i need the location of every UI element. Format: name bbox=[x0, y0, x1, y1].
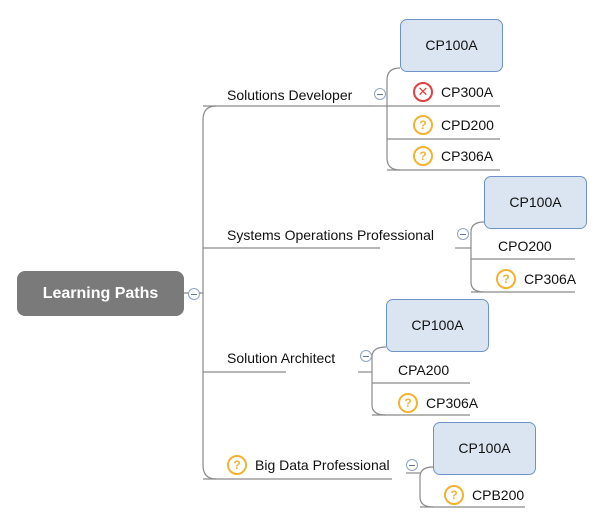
branch-label: Big Data Professional bbox=[255, 457, 390, 473]
course-node-cp100a[interactable]: CP100A bbox=[433, 422, 536, 475]
course-node-cpa200[interactable]: CPA200 bbox=[398, 362, 449, 378]
branch-label-systems-operations-professional[interactable]: Systems Operations Professional bbox=[227, 227, 434, 243]
course-node-cp300a[interactable]: ✕ CP300A bbox=[413, 82, 493, 102]
course-label: CP306A bbox=[441, 148, 494, 164]
branch-label-big-data-professional[interactable]: ? Big Data Professional bbox=[227, 455, 390, 475]
course-node-cpo200[interactable]: CPO200 bbox=[498, 238, 552, 254]
question-icon: ? bbox=[398, 393, 418, 413]
course-label: CP306A bbox=[426, 395, 479, 411]
question-icon: ? bbox=[413, 146, 433, 166]
course-label: CP100A bbox=[458, 440, 511, 456]
course-node-cpd200[interactable]: ? CPD200 bbox=[413, 115, 494, 135]
course-node-cp306a[interactable]: ? CP306A bbox=[413, 146, 493, 166]
root-label: Learning Paths bbox=[42, 284, 159, 302]
branch-collapse-toggle[interactable] bbox=[406, 459, 418, 471]
x-icon: ✕ bbox=[413, 82, 433, 102]
course-label: CPD200 bbox=[441, 117, 494, 133]
course-node-cp100a[interactable]: CP100A bbox=[386, 299, 489, 352]
course-node-cpb200[interactable]: ? CPB200 bbox=[444, 485, 524, 505]
course-label: CPB200 bbox=[472, 487, 525, 503]
branch-label-solution-architect[interactable]: Solution Architect bbox=[227, 350, 336, 366]
root-collapse-toggle[interactable] bbox=[188, 288, 200, 300]
course-label: CP100A bbox=[425, 37, 478, 53]
branch-collapse-toggle[interactable] bbox=[457, 228, 469, 240]
course-label: CP100A bbox=[509, 194, 562, 210]
question-icon: ? bbox=[496, 269, 516, 289]
course-node-cp100a[interactable]: CP100A bbox=[400, 19, 503, 72]
course-node-cp306a[interactable]: ? CP306A bbox=[496, 269, 576, 289]
course-label: CP300A bbox=[441, 84, 494, 100]
question-icon: ? bbox=[413, 115, 433, 135]
course-label: CP306A bbox=[524, 271, 577, 287]
course-label: CP100A bbox=[411, 317, 464, 333]
branch-collapse-toggle[interactable] bbox=[360, 350, 372, 362]
course-node-cp100a[interactable]: CP100A bbox=[484, 176, 587, 229]
course-label: CPO200 bbox=[498, 238, 552, 254]
course-node-cp306a[interactable]: ? CP306A bbox=[398, 393, 478, 413]
branch-collapse-toggle[interactable] bbox=[374, 88, 386, 100]
question-icon: ? bbox=[444, 485, 464, 505]
course-label: CPA200 bbox=[398, 362, 450, 378]
branch-label-solutions-developer[interactable]: Solutions Developer bbox=[227, 87, 353, 103]
trunk-line bbox=[202, 105, 217, 480]
question-icon: ? bbox=[227, 455, 247, 475]
root-node[interactable]: Learning Paths bbox=[17, 271, 184, 316]
